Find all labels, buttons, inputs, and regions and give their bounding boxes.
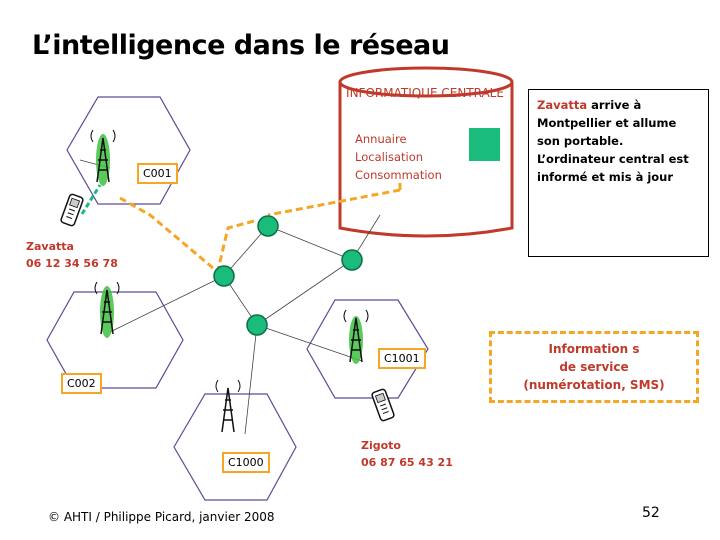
router-node <box>246 314 268 336</box>
phone-number: 06 12 34 56 78 <box>26 257 118 270</box>
antenna-icon <box>94 281 120 338</box>
central-computer-title: INFORMATIQUE CENTRALE <box>346 86 504 100</box>
central-computer-cylinder <box>338 66 514 238</box>
cell-hexagon-c1000 <box>173 393 297 501</box>
service-line-1: Information s <box>548 342 640 356</box>
cell-label-c002: C002 <box>61 373 102 394</box>
person-name: Zavatta <box>26 240 74 253</box>
cell-label-c001: C001 <box>137 163 178 184</box>
central-computer-functions: Annuaire Localisation Consommation <box>355 130 442 184</box>
phone-number: 06 87 65 43 21 <box>361 456 453 469</box>
cell-hexagon-c001 <box>66 96 191 205</box>
network-links <box>79 159 381 435</box>
service-information-box: Information s de service (numérotation, … <box>489 331 699 403</box>
event-description-box: Zavatta arrive à Montpellier et allume s… <box>528 89 709 257</box>
antenna-icon <box>215 379 241 433</box>
event-text: arrive à Montpellier et allume son porta… <box>537 98 689 184</box>
phone-antenna-link <box>80 184 102 215</box>
router-node <box>213 265 235 287</box>
copyright-footer: © AHTI / Philippe Picard, janvier 2008 <box>48 510 275 524</box>
person-name: Zigoto <box>361 439 401 452</box>
service-line-2: de service <box>559 360 629 374</box>
router-node <box>257 215 279 237</box>
cell-label-c1001: C1001 <box>378 348 426 369</box>
cell-label-c1000: C1000 <box>222 452 270 473</box>
router-node <box>341 249 363 271</box>
function-directory: Annuaire <box>355 132 407 146</box>
mobile-phone-icon <box>371 388 395 422</box>
cell-hexagon-c1001 <box>306 299 429 399</box>
function-localisation: Localisation <box>355 150 424 164</box>
person-zavatta: Zavatta 06 12 34 56 78 <box>26 238 118 272</box>
person-zigoto: Zigoto 06 87 65 43 21 <box>361 437 453 471</box>
antenna-icon <box>343 309 369 364</box>
page-number: 52 <box>642 505 660 521</box>
service-line-3: (numérotation, SMS) <box>523 378 665 392</box>
mobile-phone-icon <box>60 193 84 227</box>
signaling-route <box>119 181 402 271</box>
subscriber-name: Zavatta <box>537 98 588 112</box>
function-consumption: Consommation <box>355 168 442 182</box>
green-status-square <box>469 128 500 161</box>
page-title: L’intelligence dans le réseau <box>32 30 450 61</box>
antenna-icon <box>90 129 116 186</box>
